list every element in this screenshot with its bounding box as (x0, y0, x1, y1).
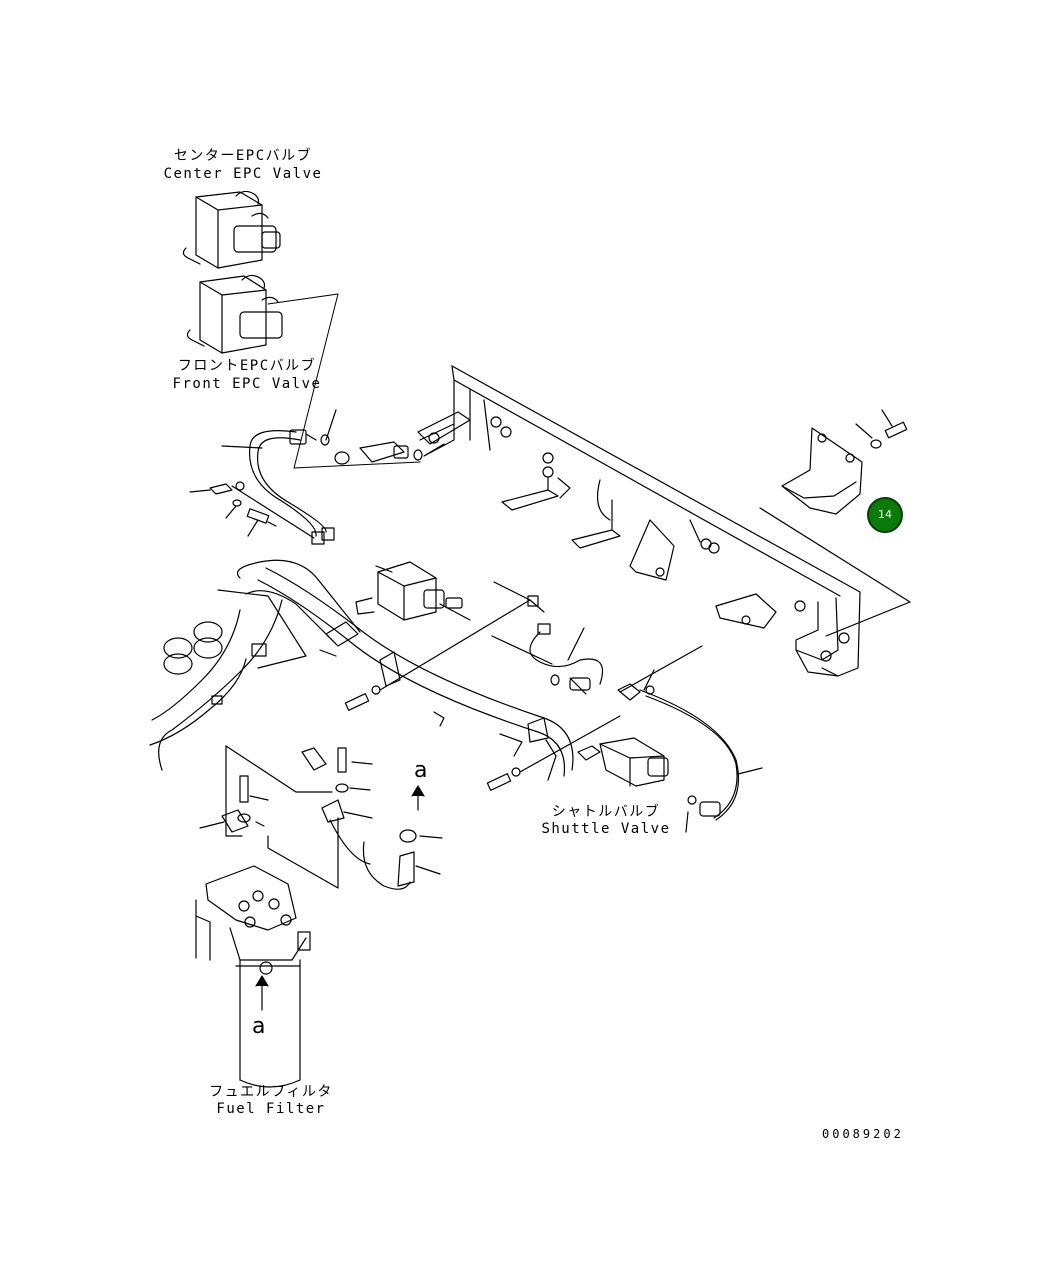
part-callout-14[interactable]: 14 (867, 497, 903, 533)
clamp-hardware-left (189, 481, 315, 539)
lower-bracket-parts (301, 747, 443, 890)
reference-a-upper: a (414, 758, 428, 783)
epc-hose-assembly (221, 409, 423, 545)
front-epc-label-en: Front EPC Valve (172, 376, 322, 392)
mounting-frame (417, 365, 861, 677)
drawing-number: 00089202 (822, 1127, 904, 1141)
shuttle-valve-label-jp: シャトルバルブ (551, 804, 661, 820)
shuttle-valve-hose (491, 627, 763, 833)
front-epc-valve (186, 274, 283, 354)
hose-harness-left (149, 559, 361, 771)
main-hose (257, 567, 574, 781)
cover-bracket (759, 409, 911, 637)
fuel-filter (195, 745, 339, 1088)
center-epc-label-en: Center EPC Valve (163, 166, 323, 182)
reference-a-lower: a (252, 1014, 266, 1039)
front-epc-label-jp: フロントEPCバルブ (177, 358, 317, 374)
shuttle-valve-label-en: Shuttle Valve (541, 821, 671, 837)
center-epc-label-jp: センターEPCバルブ (173, 148, 313, 164)
pilot-valve-block (355, 561, 471, 621)
fuel-filter-label-jp: フュエルフィルタ (209, 1084, 333, 1100)
fuel-filter-label-en: Fuel Filter (216, 1101, 326, 1117)
center-epc-valve (182, 190, 281, 269)
bolts (344, 581, 621, 791)
